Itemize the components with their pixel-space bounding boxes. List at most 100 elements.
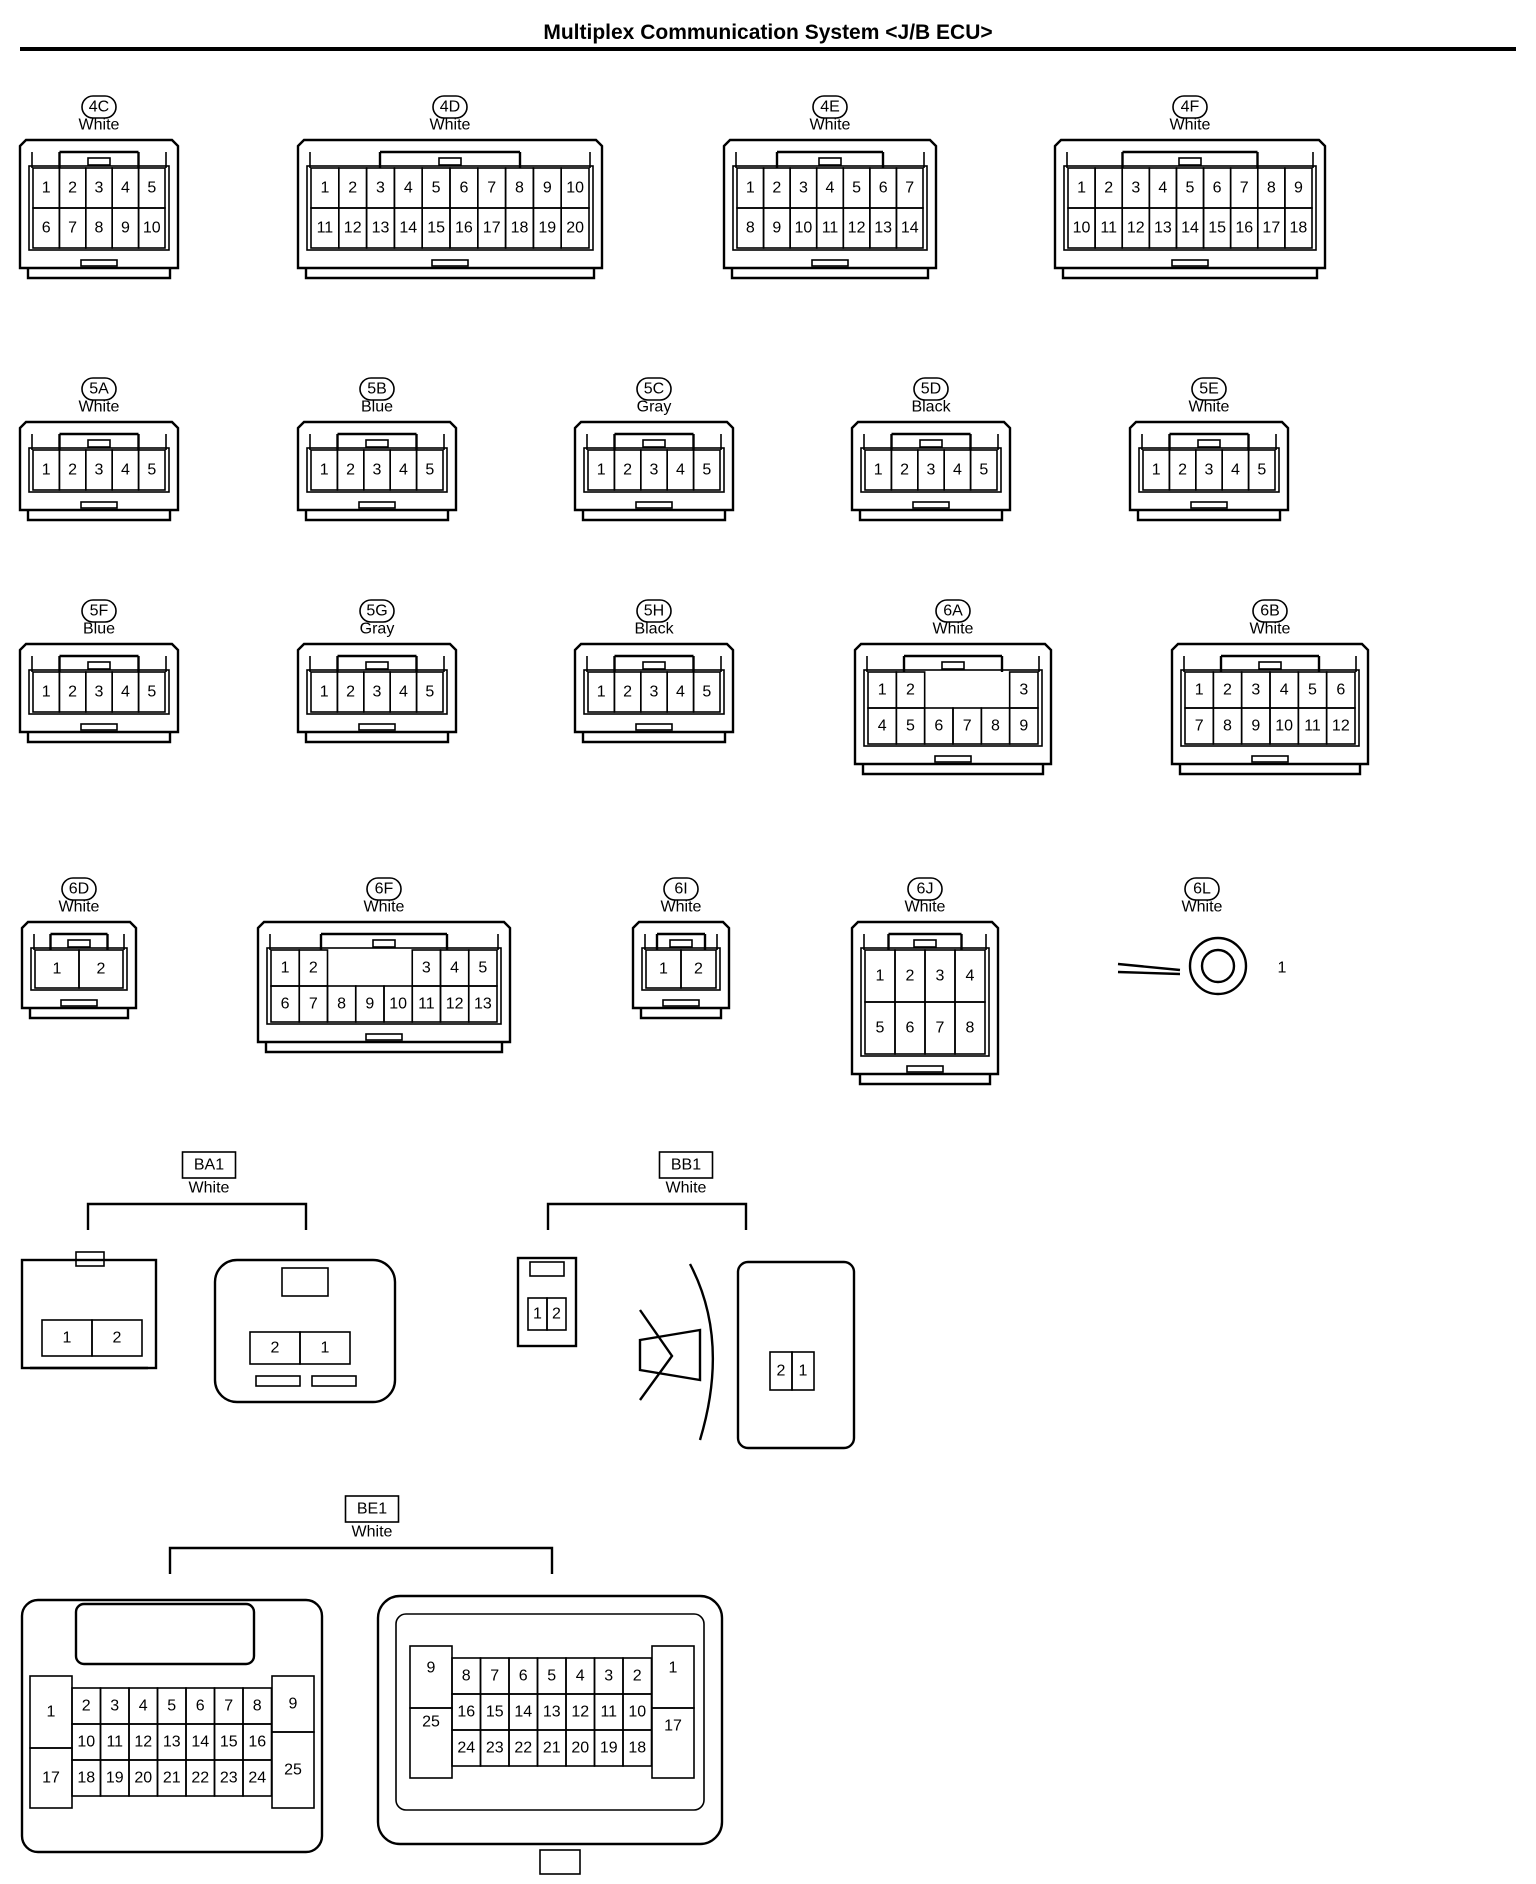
pin-number: 20 — [134, 1770, 152, 1787]
connector-code-label: 5B — [367, 381, 387, 398]
clip-barb — [639, 1309, 674, 1401]
pin-cell — [1325, 707, 1356, 745]
pin-number: 5 — [147, 462, 156, 479]
latch-tab — [365, 439, 389, 448]
pin-number: 6 — [1213, 180, 1222, 197]
pin-number: 1 — [874, 462, 883, 479]
latch-tab — [1178, 157, 1202, 166]
connector-code-label: 4F — [1181, 99, 1200, 116]
pin-number: 19 — [538, 220, 556, 237]
bottom-rail — [1178, 764, 1362, 776]
pin-number: 3 — [1019, 682, 1028, 699]
connector-color-label: White — [1250, 621, 1291, 638]
pin-number: 6 — [459, 180, 468, 197]
pin-cell — [242, 1759, 273, 1797]
connector-code-badge — [81, 377, 117, 401]
connector-code-badge — [913, 377, 949, 401]
bottom-rail — [26, 510, 172, 522]
ring-terminal — [1188, 936, 1248, 996]
latch-frame — [1219, 654, 1321, 672]
latch-frame — [58, 150, 140, 168]
pin-number: 2 — [906, 682, 915, 699]
latch-frame — [775, 150, 885, 168]
connector-code-badge — [636, 377, 672, 401]
connector-code-badge — [935, 599, 971, 623]
latch-frame — [1121, 150, 1259, 168]
latch-frame — [378, 150, 522, 168]
pin-number: 2 — [633, 1668, 642, 1685]
pin-cell — [969, 449, 998, 491]
pin-number: 9 — [1019, 718, 1028, 735]
latch-frame — [49, 932, 109, 950]
bottom-key — [912, 501, 950, 509]
connector-code-label: 6B — [1260, 603, 1280, 620]
bottom-rail — [304, 268, 596, 280]
connector-body — [18, 642, 180, 734]
latch-tab — [1197, 439, 1221, 448]
pin-cell — [954, 1001, 986, 1055]
latch-tab — [529, 1261, 565, 1277]
pin-cell — [692, 449, 721, 491]
bottom-rail — [1061, 268, 1319, 280]
title-rule — [20, 47, 1516, 51]
pin-number: 12 — [1127, 220, 1145, 237]
latch-tab — [669, 939, 693, 948]
pin-number: 6 — [1336, 682, 1345, 699]
connector-code-label: 4E — [820, 99, 840, 116]
pin-cell — [622, 1729, 653, 1767]
connector-color-label: Black — [634, 621, 674, 638]
bottom-key — [1171, 259, 1209, 267]
connector-color-label: Black — [911, 399, 951, 416]
pin-number: 16 — [455, 220, 473, 237]
connector-code-label: 6L — [1193, 881, 1211, 898]
pin-number: 8 — [1223, 718, 1232, 735]
bottom-key — [365, 1033, 403, 1041]
pin-number: 1 — [321, 1340, 330, 1357]
bottom-key — [358, 501, 396, 509]
connector-code-badge — [81, 599, 117, 623]
pin-number: 5 — [1186, 180, 1195, 197]
connector-body — [256, 920, 512, 1044]
latch-tab — [1258, 661, 1282, 670]
pin-number: 3 — [95, 684, 104, 701]
connector-code-label: BB1 — [671, 1157, 701, 1174]
pin-cell — [1008, 707, 1039, 745]
pin-number: 4 — [676, 462, 685, 479]
pin-number: 22 — [514, 1740, 532, 1757]
pin-cell — [680, 949, 717, 989]
pin-number: 3 — [936, 968, 945, 985]
pin-number: 1 — [597, 462, 606, 479]
pin-number: 12 — [446, 996, 464, 1013]
bottom-key — [635, 723, 673, 731]
connector-code-label: 5A — [89, 381, 109, 398]
pin-number: 10 — [143, 220, 161, 237]
connector-code-label: 5F — [90, 603, 109, 620]
pin-number: 8 — [337, 996, 346, 1013]
connector-code-label: 6A — [943, 603, 963, 620]
pin-cell — [467, 985, 498, 1023]
latch-frame — [319, 932, 449, 950]
key-slot — [311, 1375, 357, 1387]
pin-area — [28, 165, 170, 251]
pin-number: 17 — [483, 220, 501, 237]
connector-code-badge — [366, 877, 402, 901]
pin-number: 9 — [1294, 180, 1303, 197]
latch-frame — [1168, 432, 1250, 450]
pin-number: 4 — [1280, 682, 1289, 699]
pin-number: 5 — [425, 684, 434, 701]
pin-number: 17 — [664, 1718, 682, 1735]
pin-number: 3 — [422, 960, 431, 977]
pin-number: 10 — [566, 180, 584, 197]
connector-code-label: 5H — [644, 603, 664, 620]
pin-number: 2 — [1178, 462, 1187, 479]
pin-number: 3 — [927, 462, 936, 479]
key-slot — [255, 1375, 301, 1387]
connector-color-label: Blue — [361, 399, 393, 416]
latch-tab — [67, 939, 91, 948]
latch-frame — [58, 432, 140, 450]
pin-number: 2 — [1223, 682, 1232, 699]
bottom-key — [635, 501, 673, 509]
